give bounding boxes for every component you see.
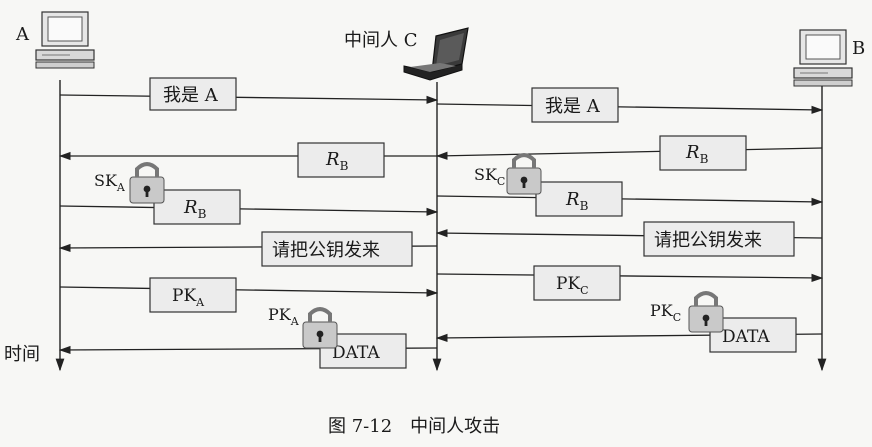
key-sk-a: SK — [94, 171, 118, 190]
padlock-icon-pkc — [687, 291, 725, 334]
computer-a-icon — [35, 11, 95, 69]
msg-box-signed-rb-left — [153, 189, 241, 225]
padlock-icon-skc — [505, 153, 543, 196]
computer-b-icon — [793, 29, 853, 87]
arrow-a-to-c-signed-rb — [59, 205, 439, 216]
svg-text:PKA: PKA — [172, 286, 205, 309]
key-pk-c-sub: C — [673, 311, 681, 324]
msg-identity-left: 我是 A — [163, 85, 219, 106]
svg-text:SKA: SKA — [94, 171, 126, 194]
key-pk-a-sub: A — [290, 315, 300, 328]
arrow-a-to-c-pka — [59, 286, 439, 297]
msg-box-data-right — [709, 317, 797, 353]
svg-text:RB: RB — [183, 197, 207, 221]
padlock-icon-ska — [128, 162, 166, 205]
msg-rb-left-sub: B — [340, 159, 349, 173]
msg-request-left: 请把公钥发来 — [272, 240, 380, 261]
svg-text:PKC: PKC — [556, 274, 589, 297]
svg-text:RB: RB — [325, 149, 349, 173]
msg-pk-a-sub: A — [195, 296, 205, 309]
arrow-c-to-b-identity — [436, 103, 824, 114]
key-pk-a: PK — [268, 305, 292, 324]
msg-rb-left: R — [325, 149, 340, 170]
computer-a-label: A — [15, 24, 30, 45]
msg-pk-c-sub: C — [580, 284, 588, 297]
svg-text:RB: RB — [565, 189, 589, 213]
msg-pk-a: PK — [172, 286, 196, 306]
svg-text:PKC: PKC — [650, 301, 681, 324]
computer-b-label: B — [852, 38, 865, 59]
arrow-c-to-b-pkc — [436, 273, 824, 282]
svg-text:PKA: PKA — [268, 305, 300, 328]
msg-signed-rb-left-sub: B — [198, 207, 207, 221]
msg-rb-right: R — [685, 142, 700, 163]
svg-text:RB: RB — [685, 142, 709, 166]
msg-request-right: 请把公钥发来 — [654, 230, 762, 251]
msg-box-request-right — [643, 221, 795, 257]
laptop-c-icon — [403, 27, 469, 81]
key-sk-c-sub: C — [497, 175, 505, 188]
msg-box-rb-right — [659, 135, 747, 171]
msg-box-request-left — [261, 231, 413, 267]
msg-signed-rb-right: R — [565, 189, 580, 210]
msg-box-identity-right — [531, 87, 619, 123]
arrow-c-to-b-signed-rb — [436, 195, 824, 206]
msg-rb-right-sub: B — [700, 152, 709, 166]
msg-data-left: DATA — [332, 343, 380, 363]
key-sk-a-sub: A — [116, 181, 126, 194]
msg-box-identity-left — [149, 77, 237, 111]
msg-box-rb-left — [297, 142, 385, 178]
padlock-icon-pka — [301, 307, 339, 350]
arrow-b-to-c-rb — [435, 147, 823, 160]
msg-identity-right: 我是 A — [545, 96, 601, 117]
key-sk-c: SK — [474, 165, 498, 184]
msg-signed-rb-left: R — [183, 197, 198, 218]
msg-box-pkc — [533, 265, 621, 301]
figure-caption: 图 7-12 中间人攻击 — [328, 416, 500, 437]
msg-signed-rb-right-sub: B — [580, 199, 589, 213]
msg-pk-c: PK — [556, 274, 580, 294]
msg-box-pka — [149, 277, 237, 313]
svg-text:SKC: SKC — [474, 165, 505, 188]
key-pk-c: PK — [650, 301, 674, 320]
msg-data-right: DATA — [722, 327, 770, 347]
middleman-c-label: 中间人 C — [344, 30, 418, 51]
msg-box-signed-rb-right — [535, 181, 623, 217]
time-axis-label: 时间 — [4, 344, 40, 365]
arrow-a-to-c-identity — [59, 94, 439, 104]
